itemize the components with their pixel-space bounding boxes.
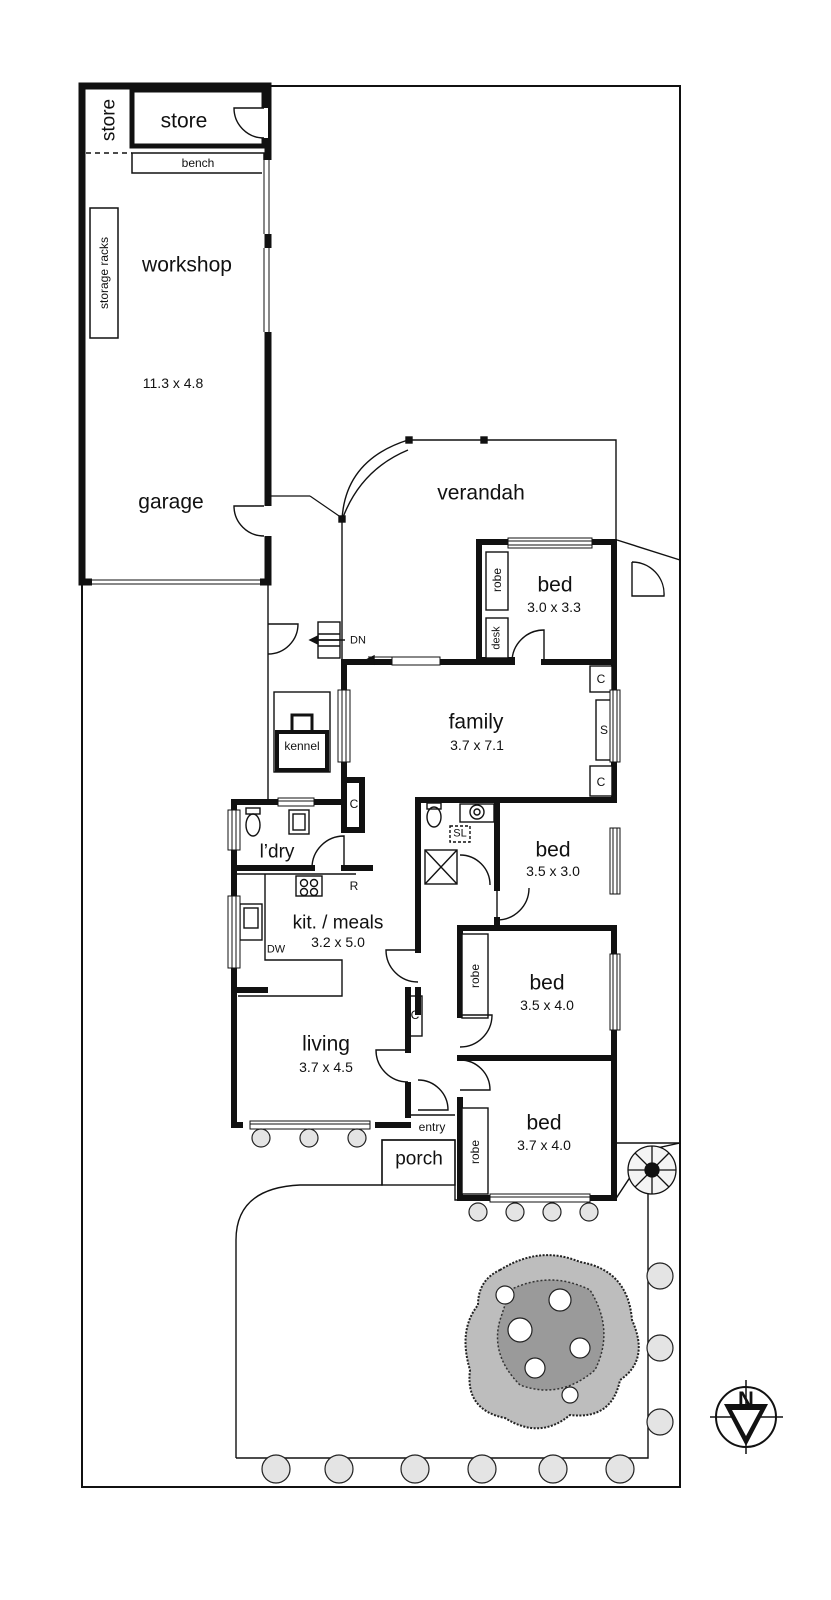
- store-right-label: store: [160, 109, 208, 133]
- garage-walls: [78, 82, 272, 586]
- living-label: living: [302, 1032, 350, 1056]
- fixtures: [234, 551, 613, 1195]
- compass-north-label: N: [738, 1387, 754, 1412]
- large-tree: [464, 1254, 640, 1430]
- store-left-label: store: [98, 98, 120, 142]
- cupboard-c4-label: C: [410, 1008, 420, 1022]
- living-dimensions: 3.7 x 4.5: [299, 1059, 353, 1075]
- garage-label: garage: [138, 490, 204, 514]
- cupboard-c2-label: C: [596, 775, 606, 789]
- desk-label: desk: [490, 626, 503, 650]
- windows: [227, 537, 621, 1203]
- kennel-label: kennel: [284, 739, 320, 753]
- bed1-label: bed: [537, 573, 573, 597]
- storage-racks-label: storage racks: [97, 236, 111, 310]
- down-stairs-label: DN: [350, 634, 366, 647]
- verandah-label: verandah: [437, 481, 525, 505]
- dishwasher-label: DW: [266, 943, 286, 956]
- laundry-label: l’dry: [259, 841, 295, 863]
- rear-gate: [631, 561, 665, 597]
- rear-fence: [616, 539, 681, 561]
- workshop-dimensions: 11.3 x 4.8: [142, 375, 204, 391]
- bed3-dimensions: 3.5 x 4.0: [520, 997, 574, 1013]
- shelf-s-label: S: [599, 723, 609, 737]
- palm-tree: [627, 1145, 677, 1195]
- robe1-label: robe: [490, 567, 504, 593]
- kitchen-meals-label: kit. / meals: [292, 912, 384, 934]
- sl-label: SL: [453, 827, 467, 840]
- compass-icon: [710, 1380, 783, 1454]
- robe3-label: robe: [468, 1139, 482, 1165]
- bed4-label: bed: [526, 1111, 562, 1135]
- side-gate: [267, 623, 299, 655]
- cupboard-c1-label: C: [596, 672, 606, 686]
- bed3-label: bed: [529, 971, 565, 995]
- family-label: family: [448, 710, 504, 734]
- path-line-2: [309, 495, 343, 519]
- robe2-label: robe: [468, 963, 482, 989]
- family-dimensions: 3.7 x 7.1: [450, 737, 504, 753]
- bench-label: bench: [181, 156, 215, 170]
- entry-label: entry: [418, 1120, 446, 1134]
- bed2-label: bed: [535, 838, 571, 862]
- refrigerator-label: R: [349, 879, 359, 893]
- porch-label: porch: [395, 1148, 443, 1170]
- bed4-dimensions: 3.7 x 4.0: [517, 1137, 571, 1153]
- property-boundary: [81, 85, 681, 1488]
- shrubs: [251, 1128, 674, 1484]
- bed2-dimensions: 3.5 x 3.0: [526, 863, 580, 879]
- workshop-label: workshop: [142, 253, 232, 277]
- cupboard-c3-label: C: [349, 797, 359, 811]
- kitchen-meals-dimensions: 3.2 x 5.0: [311, 934, 365, 950]
- bed1-dimensions: 3.0 x 3.3: [527, 599, 581, 615]
